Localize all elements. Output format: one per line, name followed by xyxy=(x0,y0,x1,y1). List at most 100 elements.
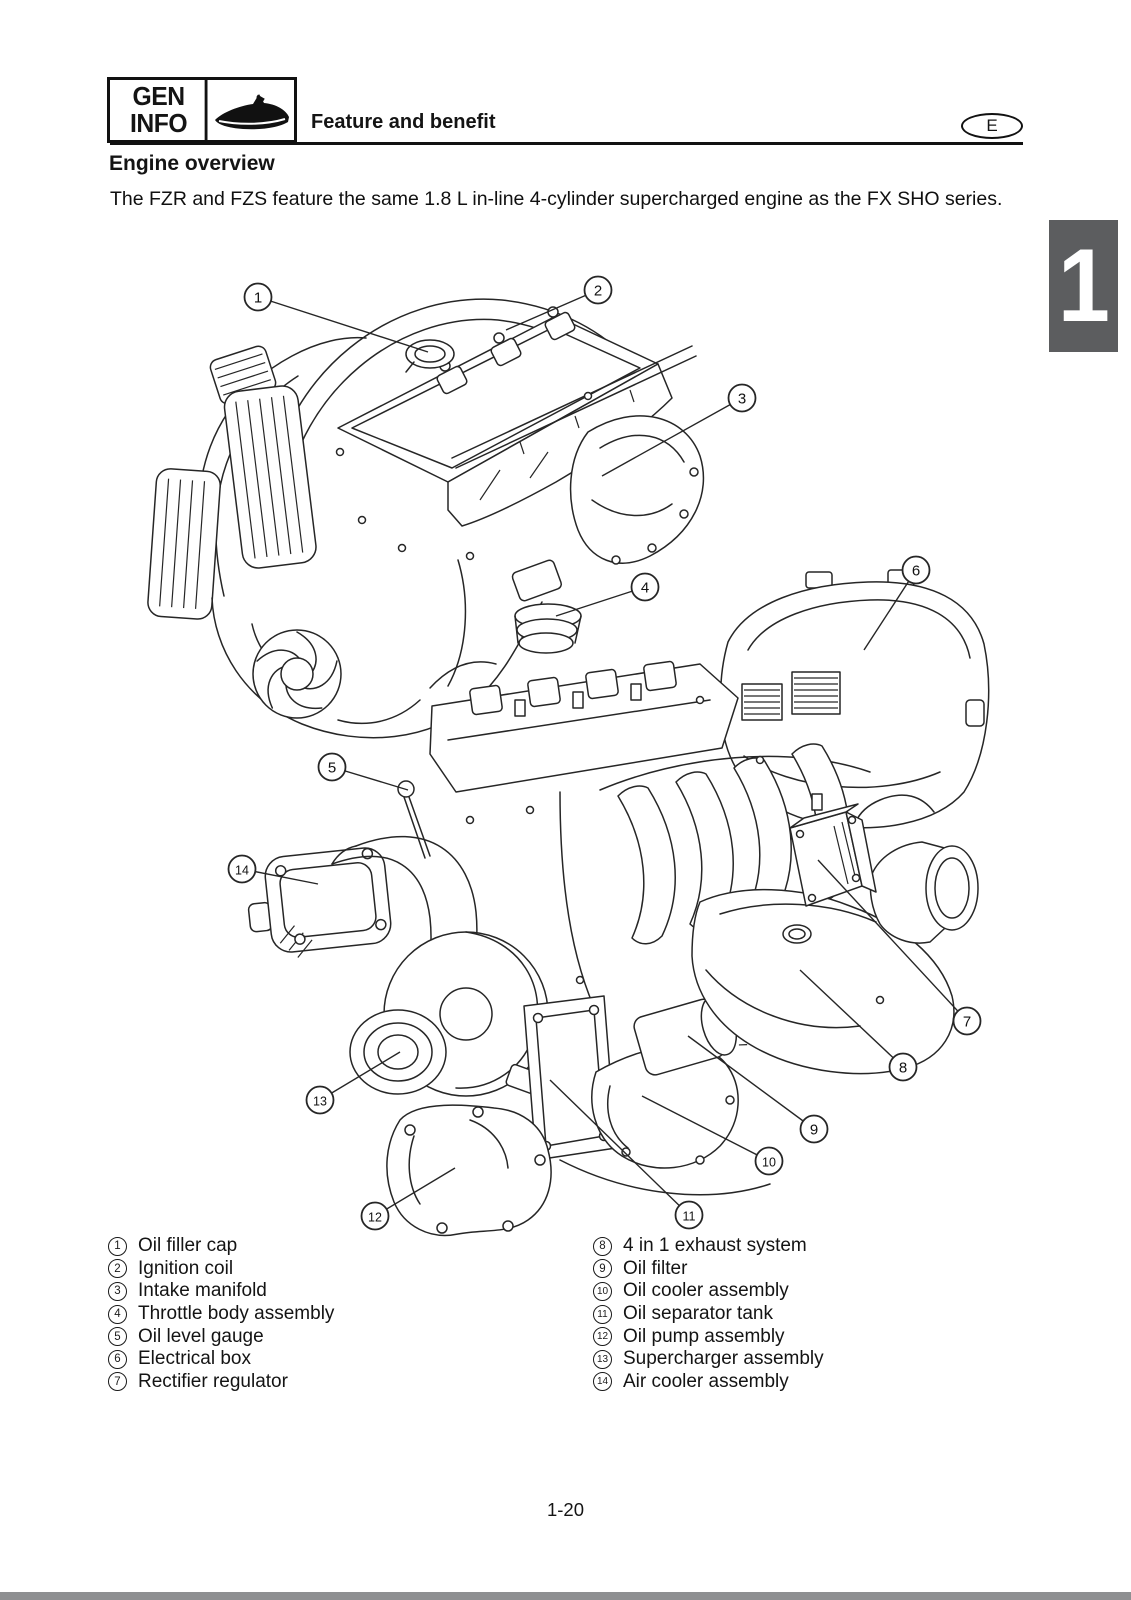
legend-label-3: Intake manifold xyxy=(138,1280,267,1302)
callout-leader-9 xyxy=(687,1035,815,1130)
legend-label-1: Oil filler cap xyxy=(138,1235,238,1257)
callout-leader-7 xyxy=(817,859,968,1022)
legend-label-12: Oil pump assembly xyxy=(623,1325,785,1347)
callout-leader-13 xyxy=(319,1051,401,1101)
misc-bolts-top xyxy=(335,391,593,561)
body-paragraph: The FZR and FZS feature the same 1.8 L i… xyxy=(110,188,1003,210)
callout-number-4: 4 xyxy=(641,580,649,597)
legend-label-7: Rectifier regulator xyxy=(138,1370,288,1392)
engine-view-bottom xyxy=(247,569,990,1237)
callout-circle-13 xyxy=(305,1085,335,1115)
callout-leader-12 xyxy=(374,1167,456,1217)
language-code: E xyxy=(986,116,998,135)
exhaust-outlet xyxy=(851,794,979,944)
callout-leader-3 xyxy=(601,397,743,477)
callout-circle-8 xyxy=(888,1052,918,1082)
oil-pump xyxy=(386,1104,552,1237)
callout-circle-9 xyxy=(799,1114,829,1144)
legend-label-10: Oil cooler assembly xyxy=(623,1280,789,1302)
legend-number-3: 3 xyxy=(108,1281,127,1301)
air-cooler xyxy=(247,847,392,958)
callout-number-6: 6 xyxy=(912,563,920,580)
badge-line1: GEN xyxy=(132,81,186,111)
callout-circle-10 xyxy=(754,1146,784,1176)
page-number: 1-20 xyxy=(546,1499,585,1520)
legend-label-4: Throttle body assembly xyxy=(138,1303,335,1325)
jetski-icon xyxy=(210,80,294,140)
callout-leader-4 xyxy=(555,586,646,617)
callout-circle-14 xyxy=(227,854,257,884)
legend-item-9: 9 Oil filter xyxy=(593,1258,824,1281)
callout-circle-6 xyxy=(901,555,931,585)
callout-leader-11 xyxy=(549,1079,690,1216)
callout-number-8: 8 xyxy=(899,1060,907,1077)
legend-number-5: 5 xyxy=(108,1327,127,1347)
section-heading: Engine overview xyxy=(109,152,275,175)
callout-circle-4 xyxy=(630,572,660,602)
legend-item-6: 6 Electrical box xyxy=(108,1348,334,1371)
header-rule xyxy=(110,142,1023,145)
legend-number-9: 9 xyxy=(593,1259,612,1279)
oil-filler-cap xyxy=(405,339,455,373)
engine-view-top xyxy=(147,298,705,739)
legend-label-13: Supercharger assembly xyxy=(623,1348,824,1370)
legend-label-11: Oil separator tank xyxy=(623,1303,773,1325)
cylinder-head-cover xyxy=(429,663,739,793)
legend-item-13: 13 Supercharger assembly xyxy=(593,1348,824,1371)
callout-number-10: 10 xyxy=(762,1156,776,1170)
ignition-coils-bottom xyxy=(469,660,677,717)
legend-number-13: 13 xyxy=(593,1349,612,1369)
callout-circle-12 xyxy=(360,1201,390,1231)
legend-number-6: 6 xyxy=(108,1349,127,1369)
legend-number-1: 1 xyxy=(108,1236,127,1256)
badge-line2: INFO xyxy=(130,108,188,138)
legend-number-12: 12 xyxy=(593,1327,612,1347)
impeller xyxy=(252,629,342,719)
supercharger xyxy=(349,931,549,1097)
legend-number-8: 8 xyxy=(593,1236,612,1256)
page-title: Feature and benefit xyxy=(311,111,496,133)
ribbed-shield-lower xyxy=(147,468,221,620)
language-badge: E xyxy=(961,113,1023,139)
callout-leader-10 xyxy=(641,1095,770,1162)
callout-number-2: 2 xyxy=(594,283,602,300)
oil-level-gauge xyxy=(397,780,431,859)
ignition-coils-top xyxy=(436,306,576,395)
electrical-box xyxy=(719,569,990,829)
callout-leader-8 xyxy=(799,969,904,1068)
ecu-heat-sinks xyxy=(741,671,841,721)
legend-number-2: 2 xyxy=(108,1259,127,1279)
legend-item-1: 1 Oil filler cap xyxy=(108,1235,334,1258)
callout-leader-6 xyxy=(863,569,917,651)
legend-label-9: Oil filter xyxy=(623,1257,688,1279)
callout-number-5: 5 xyxy=(328,760,336,777)
legend-item-5: 5 Oil level gauge xyxy=(108,1325,334,1348)
legend-label-14: Air cooler assembly xyxy=(623,1370,789,1392)
legend-label-2: Ignition coil xyxy=(138,1257,234,1279)
callout-number-12: 12 xyxy=(368,1211,382,1225)
chapter-tab: 1 xyxy=(1049,220,1118,352)
callout-number-9: 9 xyxy=(810,1122,818,1139)
callout-circle-3 xyxy=(727,383,757,413)
legend-item-3: 3 Intake manifold xyxy=(108,1280,334,1303)
legend-label-5: Oil level gauge xyxy=(138,1325,264,1347)
scan-edge-shadow xyxy=(0,1592,1131,1600)
legend-number-10: 10 xyxy=(593,1281,612,1301)
callout-circle-5 xyxy=(317,752,347,782)
rectifier-regulator xyxy=(789,793,877,907)
callout-number-1: 1 xyxy=(254,290,262,307)
legend-label-6: Electrical box xyxy=(138,1348,251,1370)
section-badge: GEN INFO xyxy=(107,77,297,143)
intake-manifold-top-view xyxy=(569,415,705,565)
fuel-rail xyxy=(451,345,697,469)
legend-column-left: 1 Oil filler cap 2 Ignition coil 3 Intake man… xyxy=(108,1235,334,1393)
legend-item-12: 12 Oil pump assembly xyxy=(593,1325,824,1348)
legend-item-2: 2 Ignition coil xyxy=(108,1258,334,1281)
